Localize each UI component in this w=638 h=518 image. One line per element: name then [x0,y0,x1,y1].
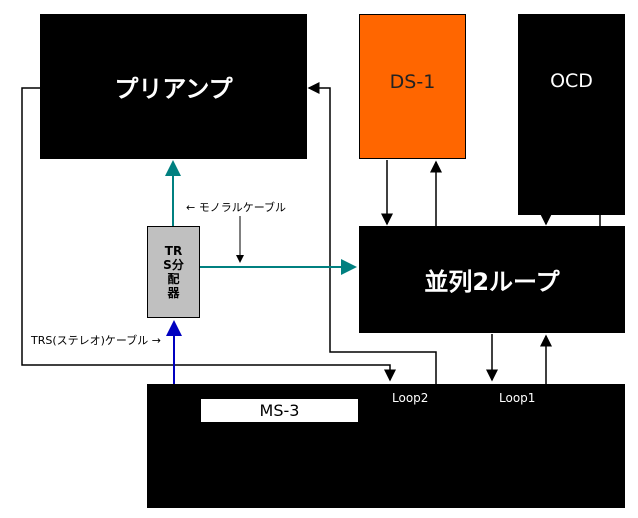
loop1-label: Loop1 [499,391,536,405]
preamp-block: プリアンプ [40,14,307,159]
ocd-label: OCD [550,70,593,92]
trs-splitter-label: TRS分配器 [163,244,184,300]
trs-cable-label: TRS(ステレオ)ケーブル → [31,334,161,347]
ds1-pedal-block: DS-1 [359,14,466,159]
trs-splitter-block: TRS分配器 [147,226,200,318]
preamp-label: プリアンプ [114,75,233,103]
mono-cable-label: ← モノラルケーブル [186,201,287,214]
ocd-pedal-block: OCD [518,14,625,215]
ds1-label: DS-1 [389,71,436,93]
loop2-label: Loop2 [392,391,429,405]
ms3-label: MS-3 [201,399,358,422]
parallel-loop-label: 並列2ループ [424,268,560,296]
preamp-to-loop2-line [21,87,396,382]
parallel-loop-block: 並列2ループ [359,226,625,333]
loop2-to-preamp-line [307,82,437,384]
